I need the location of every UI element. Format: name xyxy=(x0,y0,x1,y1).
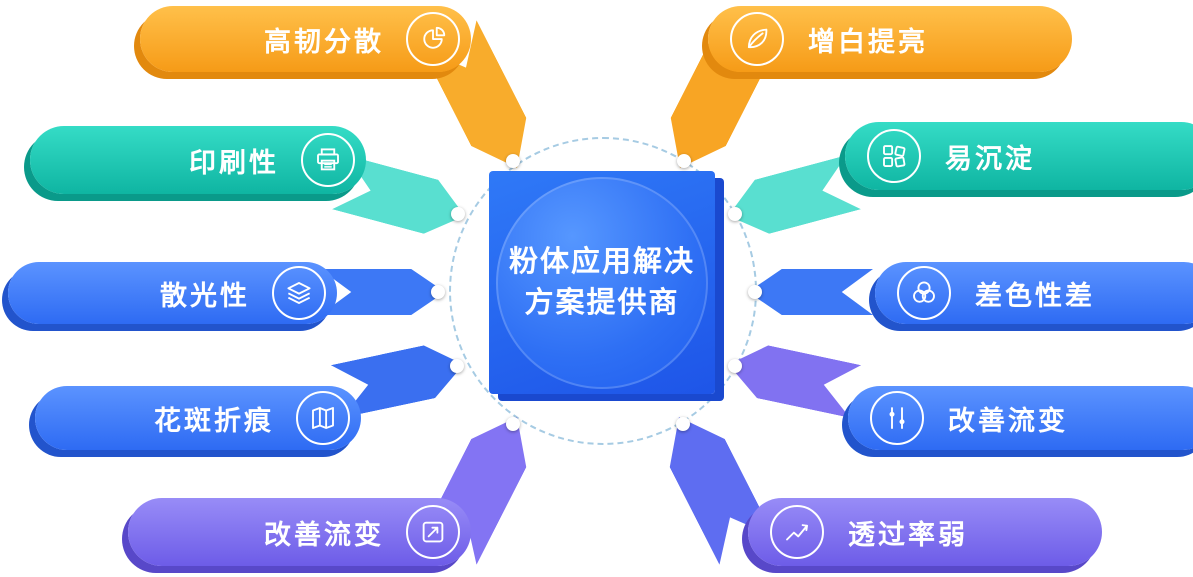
overlap-circles-icon xyxy=(897,266,951,320)
pill-printability: 印刷性 xyxy=(30,126,366,194)
pill-mottle-crease: 花斑折痕 xyxy=(35,386,361,450)
pill-weak-transmittance: 透过率弱 xyxy=(748,498,1102,566)
connector-dot xyxy=(506,417,520,431)
pie-chart-icon xyxy=(406,12,460,66)
pill-color-difference: 差色性差 xyxy=(875,262,1193,324)
connector-dot xyxy=(728,359,742,373)
connector-dot xyxy=(451,207,465,221)
puzzle-icon xyxy=(867,129,921,183)
pill-light-scattering: 散光性 xyxy=(8,262,337,324)
pill-label: 散光性 xyxy=(160,280,250,311)
pill-label: 高韧分散 xyxy=(264,26,384,57)
map-icon xyxy=(296,391,350,445)
sliders-icon xyxy=(870,391,924,445)
connector-dot xyxy=(728,207,742,221)
pill-easy-sedimentation: 易沉淀 xyxy=(845,122,1193,190)
pill-label: 差色性差 xyxy=(975,280,1095,311)
pill-label: 增白提亮 xyxy=(808,26,928,57)
connector-dot xyxy=(748,285,762,299)
connector-dot xyxy=(431,285,445,299)
pill-label: 改善流变 xyxy=(264,519,384,550)
pill-label: 透过率弱 xyxy=(848,519,968,550)
pill-improve-rheology-left: 改善流变 xyxy=(128,498,471,566)
center-title-line1: 粉体应用解决 xyxy=(508,246,695,279)
center-title-line2: 方案提供商 xyxy=(524,287,680,319)
trend-box-icon xyxy=(406,505,460,559)
pill-label: 印刷性 xyxy=(189,147,279,178)
pill-whitening-brightening: 增白提亮 xyxy=(708,6,1072,72)
pill-improve-rheology-right: 改善流变 xyxy=(848,386,1193,450)
layers-icon xyxy=(272,266,326,320)
pill-label: 改善流变 xyxy=(948,405,1068,436)
connector-dot xyxy=(676,417,690,431)
pill-high-toughness-dispersion: 高韧分散 xyxy=(140,6,471,72)
arrow-middle-right xyxy=(748,269,873,315)
connector-dot xyxy=(506,154,520,168)
leaf-icon xyxy=(730,12,784,66)
pill-label: 花斑折痕 xyxy=(154,405,274,436)
arrow-middle-left xyxy=(320,269,445,315)
connector-dot xyxy=(450,359,464,373)
pill-label: 易沉淀 xyxy=(945,143,1035,174)
center-hub: 粉体应用解决 方案提供商 xyxy=(496,177,708,389)
printer-icon xyxy=(301,133,355,187)
line-chart-icon xyxy=(770,505,824,559)
connector-dot xyxy=(677,154,691,168)
